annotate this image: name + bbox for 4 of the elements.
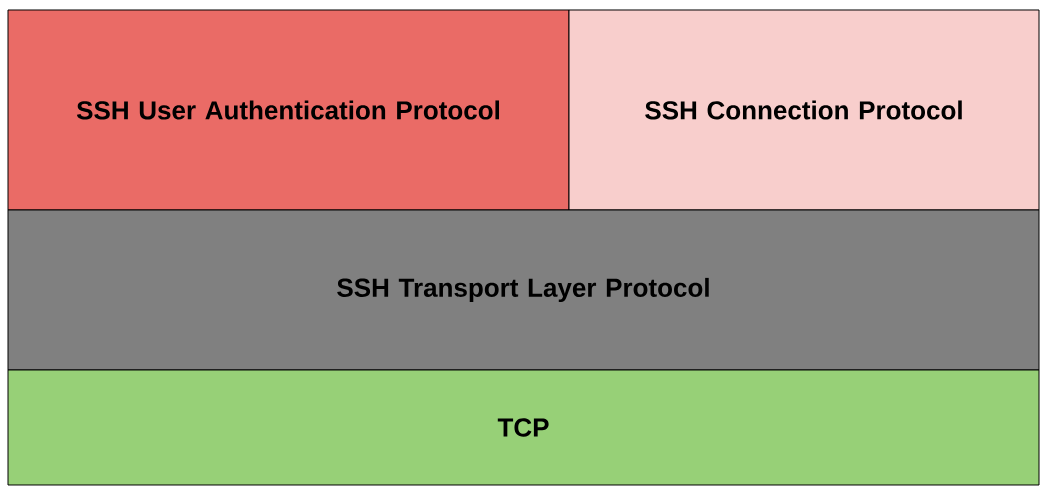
protocol-layer-box: SSH Connection Protocol bbox=[568, 9, 1040, 211]
protocol-layer-box: TCP bbox=[7, 369, 1040, 486]
protocol-layer-box: SSH Transport Layer Protocol bbox=[7, 209, 1040, 371]
protocol-layer-box: SSH User Authentication Protocol bbox=[7, 9, 570, 211]
